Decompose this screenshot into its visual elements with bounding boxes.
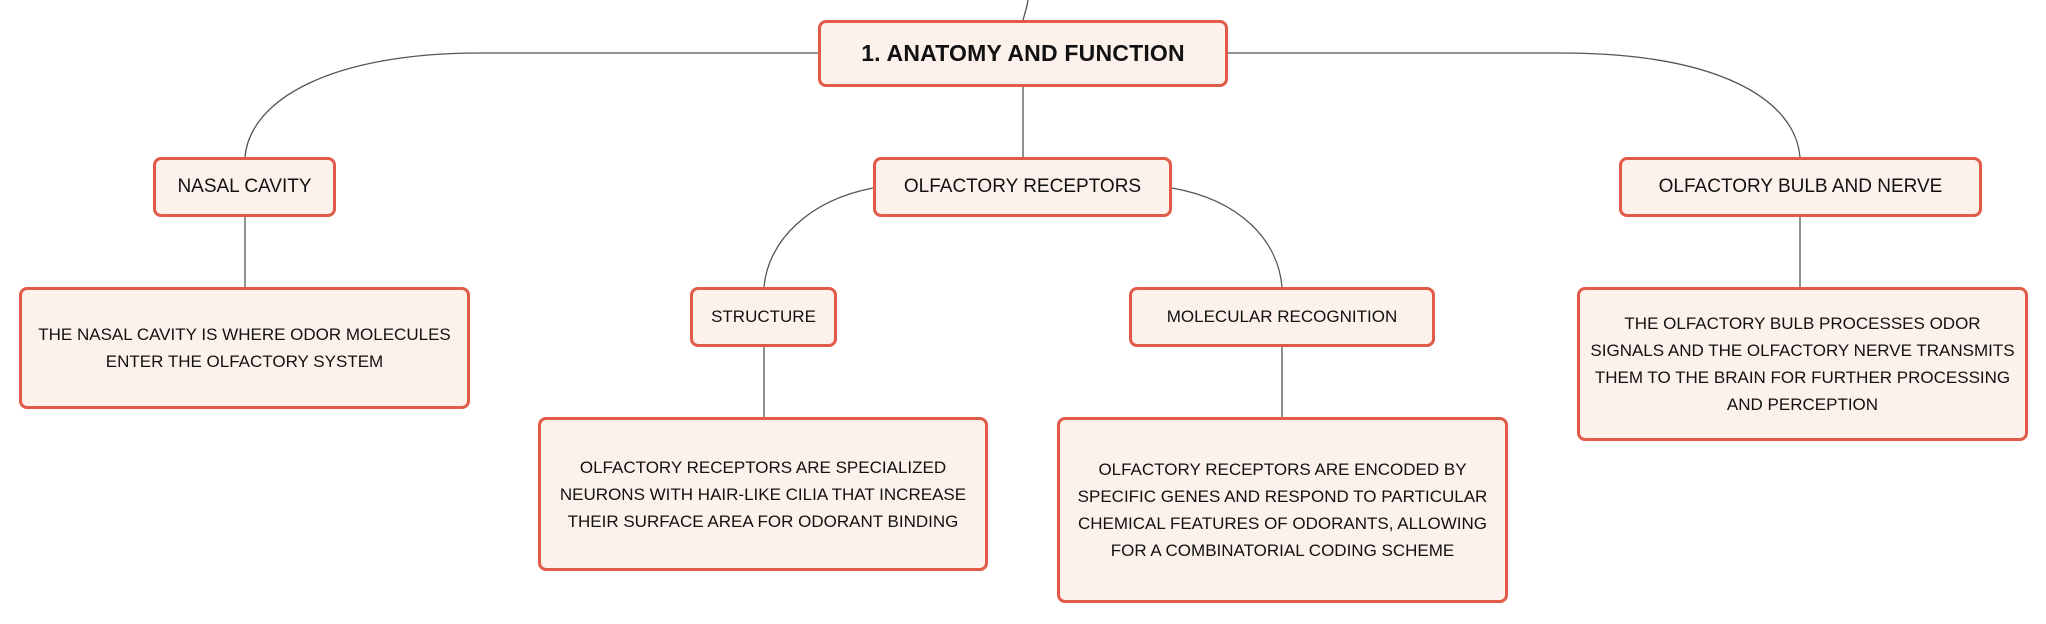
detail-text: THE OLFACTORY BULB PROCESSES ODOR SIGNAL… [1590, 314, 2015, 414]
node-nasal-cavity[interactable]: NASAL CAVITY [153, 157, 336, 217]
detail-node-nasal-cavity[interactable]: THE NASAL CAVITY IS WHERE ODOR MOLECULES… [19, 287, 470, 409]
node-olfactory-receptors[interactable]: OLFACTORY RECEPTORS [873, 157, 1172, 217]
node-label: STRUCTURE [711, 307, 816, 326]
connector-receptors-to-molecular [1171, 187, 1283, 288]
connector-root-to-olfactory-bulb [1228, 52, 1801, 158]
connector-root-to-nasal-cavity [244, 52, 818, 158]
node-label: OLFACTORY RECEPTORS [903, 176, 1142, 197]
detail-text: OLFACTORY RECEPTORS ARE ENCODED BY SPECI… [1077, 460, 1488, 560]
connector-receptors-to-structure [763, 187, 874, 288]
node-olfactory-bulb-and-nerve[interactable]: OLFACTORY BULB AND NERVE [1619, 157, 1982, 217]
node-label: MOLECULAR RECOGNITION [1166, 307, 1398, 326]
node-label: NASAL CAVITY [177, 176, 312, 197]
root-node-anatomy-and-function[interactable]: 1. ANATOMY AND FUNCTION [818, 20, 1228, 87]
detail-node-olfactory-bulb-and-nerve[interactable]: THE OLFACTORY BULB PROCESSES ODOR SIGNAL… [1577, 287, 2028, 441]
connector-to-parent [1022, 0, 1029, 21]
node-molecular-recognition[interactable]: MOLECULAR RECOGNITION [1129, 287, 1435, 347]
detail-node-structure[interactable]: OLFACTORY RECEPTORS ARE SPECIALIZED NEUR… [538, 417, 988, 571]
detail-text: OLFACTORY RECEPTORS ARE SPECIALIZED NEUR… [559, 457, 967, 531]
root-node-label: 1. ANATOMY AND FUNCTION [861, 40, 1185, 66]
node-label: OLFACTORY BULB AND NERVE [1658, 176, 1943, 197]
node-structure[interactable]: STRUCTURE [690, 287, 837, 347]
detail-text: THE NASAL CAVITY IS WHERE ODOR MOLECULES… [38, 325, 451, 371]
detail-node-molecular-recognition[interactable]: OLFACTORY RECEPTORS ARE ENCODED BY SPECI… [1057, 417, 1508, 603]
